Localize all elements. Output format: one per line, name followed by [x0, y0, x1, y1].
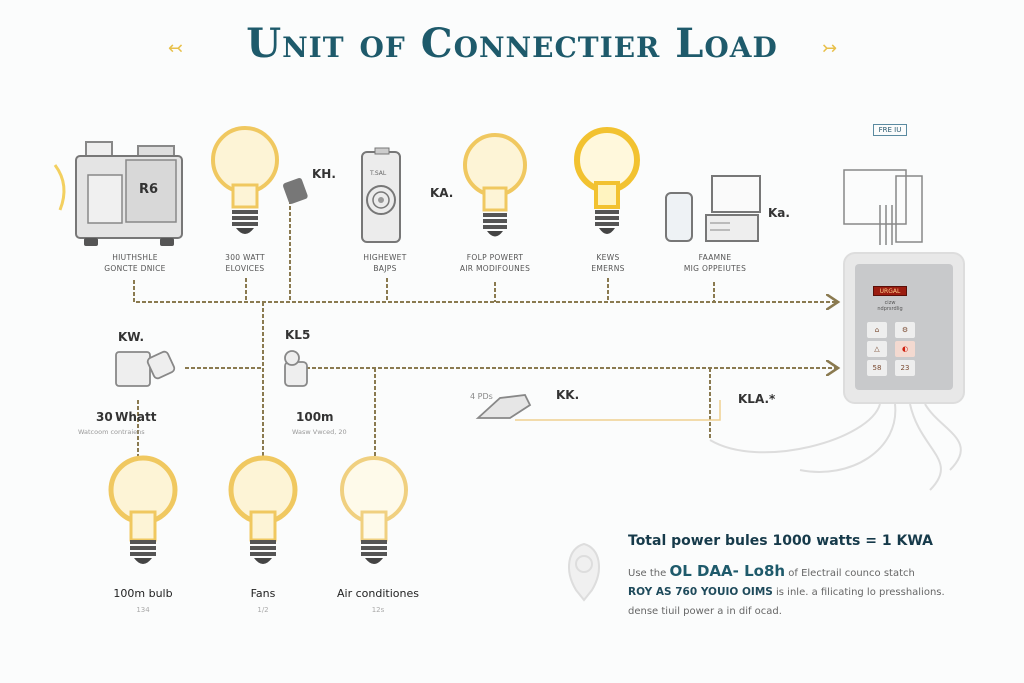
panel-button[interactable]: ⌂ [867, 322, 887, 338]
left-ornament-icon: ↢ [168, 38, 184, 59]
page-title: Unit of Connectier Load [246, 20, 778, 67]
left-device-value: 30 Whatt [96, 410, 157, 424]
tool-label: 4 PDs [470, 392, 493, 401]
bulb-label: 100m bulb [113, 587, 173, 600]
drill-icon [475, 394, 532, 419]
tool-wire [515, 400, 721, 421]
unit-label-kla: KLA.* [738, 392, 776, 406]
bulb-icon [228, 455, 298, 564]
unit-label-ka: KA. [430, 186, 454, 200]
heater-panel-text: T.SAL [370, 170, 387, 177]
meter-tag: FRE IU [873, 124, 907, 136]
generator-icon [53, 141, 183, 246]
right-ornament-icon: ↣ [822, 38, 838, 59]
heater-icon [361, 147, 401, 243]
bulb-label: Fans [250, 587, 276, 600]
mixer-icon [284, 350, 308, 387]
generator-caption: HIUTHSHLE GONCTE DNICE [104, 253, 166, 273]
panel-button-alert[interactable]: ◐ [895, 341, 915, 357]
bulb-sub: 134 [136, 606, 150, 614]
generator-badge: R6 [139, 182, 159, 197]
bulb-four-power-caption: FOLP POWERT AIR MODIFOUNES [459, 253, 531, 273]
left-device-sub: Watcoom contraiens [78, 428, 145, 436]
unit-label-kk: KK. [556, 388, 580, 402]
meter-box-icon [843, 169, 923, 245]
panel-face: URGAL cizw ndprsrdlig ⌂ ⚙ △ ◐ 58 23 [855, 264, 953, 390]
control-panel: URGAL cizw ndprsrdlig ⌂ ⚙ △ ◐ 58 23 [843, 252, 965, 404]
bulb-icon [574, 127, 640, 234]
center-device-sub: Wasw Vwced, 20 [292, 428, 347, 436]
unit-label-ka2: Ka. [768, 206, 790, 220]
bulb-icon [463, 133, 527, 237]
panel-cables [709, 403, 962, 491]
panel-button[interactable]: 58 [867, 360, 887, 376]
heater-caption: HIGHEWET BAJPS [363, 253, 407, 273]
bulb-label: Air conditiones [337, 587, 419, 600]
panel-button[interactable]: 23 [895, 360, 915, 376]
top-bus-wire [133, 280, 838, 302]
summary-line-2: ROY AS 760 YOUIO OIMS is inle. a filicat… [628, 586, 945, 598]
summary-line-3: dense tiuil power a in dif ocad. [628, 606, 782, 617]
unit-label-kl5: KL5 [285, 328, 311, 342]
meter-watermark-icon [568, 542, 600, 602]
panel-display: URGAL [873, 286, 907, 296]
panel-button[interactable]: ⚙ [895, 322, 915, 338]
bulb-500w-caption: 300 WATT ELOVICES [225, 253, 265, 273]
bulb-icon [340, 456, 408, 564]
center-device-value: 100m [296, 410, 334, 424]
unit-label-kw: KW. [118, 330, 145, 344]
computer-icon [665, 175, 761, 242]
bulb-sub: 1/2 [257, 606, 269, 614]
plug-icon [283, 178, 308, 204]
appliance-icon [115, 350, 176, 387]
unit-label-kh: KH. [312, 167, 336, 181]
summary-line-1: Use the OL DAA- Lo8h of Electrail counco… [628, 562, 915, 580]
computer-caption: FAAMNE MIG OPPEIUTES [683, 253, 747, 273]
panel-button[interactable]: △ [867, 341, 887, 357]
bulb-icon [108, 455, 178, 564]
summary-headline: Total power bules 1000 watts = 1 KWA [628, 533, 933, 549]
bulb-sub: 12s [371, 606, 385, 614]
panel-label: cizw ndprsrdlig [877, 300, 903, 312]
bulb-bright-caption: KEWS EMERNS [591, 253, 625, 273]
bulb-icon [211, 126, 279, 234]
